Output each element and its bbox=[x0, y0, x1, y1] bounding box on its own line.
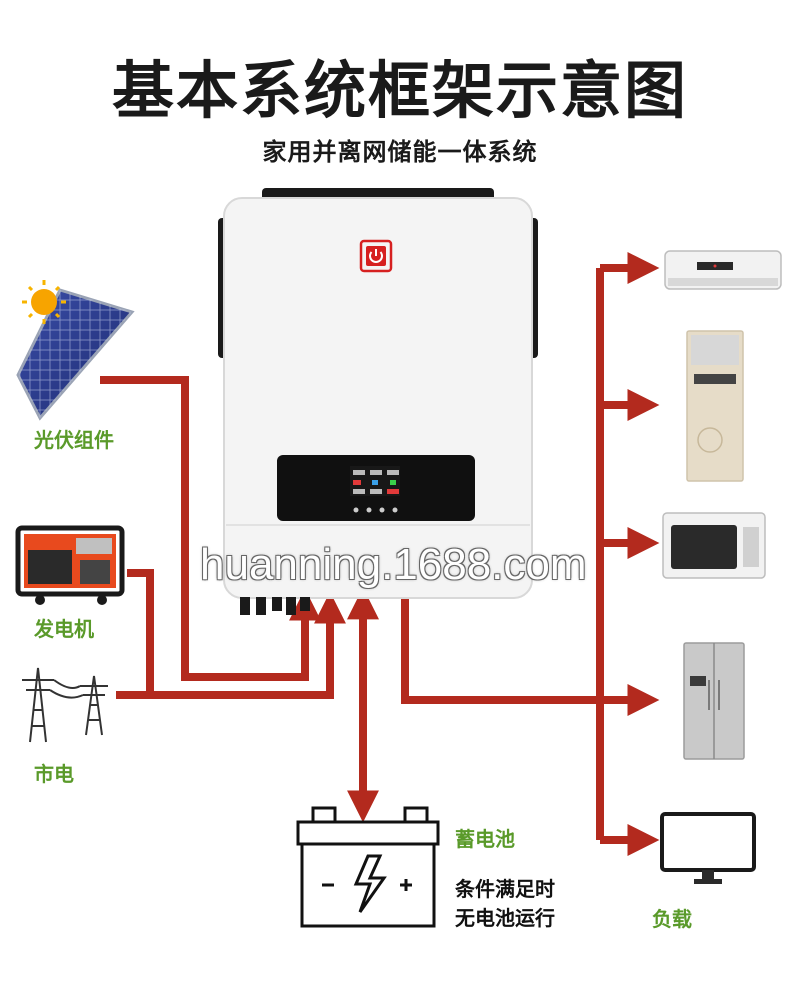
page-subtitle: 家用并离网储能一体系统 bbox=[262, 138, 538, 166]
refrigerator-icon bbox=[683, 642, 745, 760]
tower-ac-icon bbox=[686, 330, 744, 482]
solar-panel-icon bbox=[16, 288, 135, 421]
pv-label: 光伏组件 bbox=[34, 428, 114, 452]
battery-note-line-2: 无电池运行 bbox=[455, 906, 555, 930]
sun-icon bbox=[22, 280, 66, 324]
air-conditioner-icon bbox=[664, 250, 782, 290]
battery-icon bbox=[296, 806, 440, 928]
lcd-display bbox=[350, 466, 400, 513]
power-button-icon bbox=[359, 239, 393, 273]
battery-note-line-1: 条件满足时 bbox=[455, 877, 555, 901]
grid-label: 市电 bbox=[34, 762, 74, 786]
load-connection bbox=[401, 596, 600, 704]
inverter-connectors bbox=[240, 597, 310, 615]
pv-connection bbox=[100, 376, 321, 681]
page-title: 基本系统框架示意图 bbox=[111, 54, 688, 127]
generator-label: 发电机 bbox=[34, 617, 94, 641]
power-tower-icon bbox=[22, 667, 108, 743]
monitor-icon bbox=[660, 812, 756, 884]
generator-icon bbox=[15, 525, 125, 605]
load-label: 负载 bbox=[652, 907, 692, 931]
connection-lines bbox=[100, 252, 660, 856]
microwave-icon bbox=[662, 512, 766, 579]
battery-label: 蓄电池 bbox=[455, 827, 515, 851]
watermark-text: huanning.1688.com bbox=[200, 540, 587, 589]
inverter-icon bbox=[218, 188, 538, 615]
